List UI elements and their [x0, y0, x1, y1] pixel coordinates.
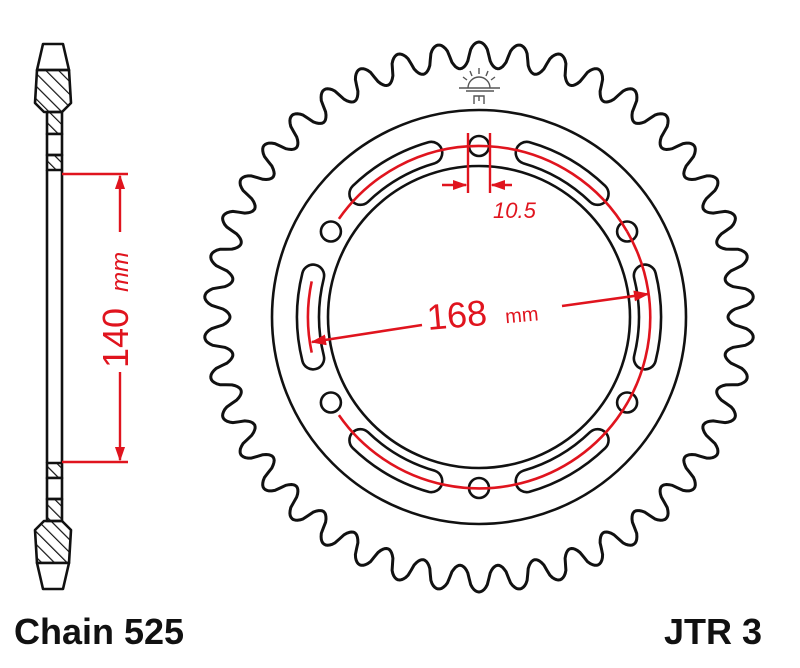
dimension-10-5-value: 10.5 [493, 198, 537, 223]
sprocket-teeth-outline [203, 40, 755, 594]
slot [514, 427, 610, 494]
sprocket-front-view [203, 40, 755, 594]
bottom-hub-hatch [45, 461, 64, 480]
bottom-tooth-tip [35, 561, 71, 591]
bolt-hole [319, 391, 343, 414]
chain-size-label: Chain 525 [14, 611, 185, 652]
part-number-label: JTR 3 [664, 611, 763, 652]
slot [632, 263, 663, 371]
dimension-140mm [62, 172, 128, 464]
slot [348, 140, 444, 207]
sunrise-logo-icon [459, 68, 500, 104]
top-tooth-body [33, 68, 73, 114]
top-tooth-tip [35, 42, 71, 72]
bottom-neck [45, 497, 64, 523]
dimension-168-value: 168 mm [425, 287, 540, 338]
slot [514, 140, 610, 207]
slot [295, 263, 326, 371]
top-neck [45, 110, 64, 136]
dimension-10-5 [442, 133, 512, 193]
dimension-140-value: 140 mm [95, 252, 136, 368]
slot [348, 427, 444, 494]
bolt-circle-dimension [306, 144, 652, 490]
sprocket-side-profile [33, 42, 73, 591]
bolt-circle-arc-top [337, 144, 629, 233]
lightening-slots [295, 140, 663, 494]
bolt-hole [615, 220, 639, 243]
bolt-hole [319, 220, 343, 243]
bolt-hole [615, 391, 639, 414]
bolt-circle-arc-left [306, 281, 313, 353]
bottom-tooth-body [33, 519, 73, 565]
top-hub-hatch [45, 153, 64, 172]
bolt-circle-arc-right [337, 230, 652, 490]
center-bore [326, 164, 632, 470]
outer-ring [270, 108, 688, 526]
